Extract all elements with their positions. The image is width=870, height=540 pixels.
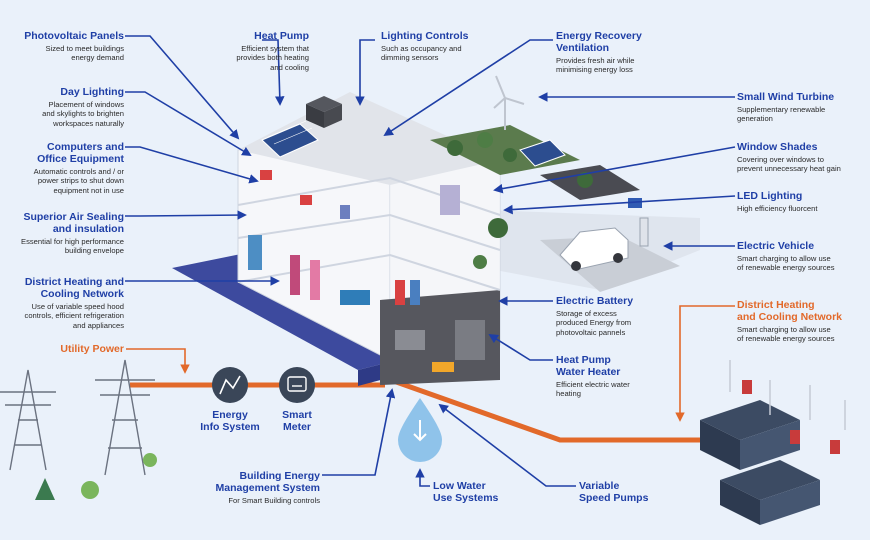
solar-panel-icon: [261, 120, 566, 167]
photovoltaic-title: Photovoltaic Panels: [24, 30, 124, 42]
day-lighting-desc: Placement of windows and skylights to br…: [42, 100, 124, 128]
electric-car-icon: [559, 198, 649, 271]
energy-recovery-desc: Provides fresh air while minimising ener…: [556, 56, 635, 75]
label-electric-battery: Electric Battery Storage of excess produ…: [556, 295, 686, 337]
label-smart-meter: Smart Meter: [262, 409, 332, 433]
low-water-title: Low Water Use Systems: [433, 480, 499, 504]
computers-desc: Automatic controls and / or power strips…: [33, 167, 124, 195]
label-low-water: Low Water Use Systems: [433, 480, 533, 504]
label-day-lighting: Day Lighting Placement of windows and sk…: [5, 86, 124, 128]
connector-lines-orange: [126, 305, 735, 422]
label-small-wind-turbine: Small Wind Turbine Supplementary renewab…: [737, 91, 867, 124]
district-left-title: District Heating and Cooling Network: [24, 276, 124, 300]
label-heat-pump-water-heater: Heat Pump Water Heater Efficient electri…: [556, 354, 676, 399]
electric-battery-title: Electric Battery: [556, 295, 634, 307]
computers-title: Computers and Office Equipment: [37, 141, 124, 165]
power-line: [130, 375, 700, 443]
heat-pump-icon: [306, 96, 342, 128]
chart-icon: [212, 367, 248, 403]
photovoltaic-desc: Sized to meet buildings energy demand: [45, 44, 124, 63]
bems-title: Building Energy Management System: [215, 470, 320, 494]
hp-water-title: Heat Pump Water Heater: [556, 354, 621, 378]
variable-pumps-title: Variable Speed Pumps: [579, 480, 649, 504]
window-shades-title: Window Shades: [737, 141, 818, 153]
smart-meter-title: Smart Meter: [282, 409, 312, 433]
label-electric-vehicle: Electric Vehicle Smart charging to allow…: [737, 240, 867, 273]
air-sealing-desc: Essential for high performance building …: [21, 237, 124, 256]
air-sealing-title: Superior Air Sealing and insulation: [23, 211, 124, 235]
energy-recovery-title: Energy Recovery Ventilation: [556, 30, 642, 54]
power-pylon-icon: [0, 359, 155, 476]
building: [237, 92, 640, 385]
small-wind-title: Small Wind Turbine: [737, 91, 835, 103]
label-air-sealing: Superior Air Sealing and insulation Esse…: [5, 211, 124, 256]
led-desc: High efficiency fluorcent: [737, 204, 818, 213]
label-variable-pumps: Variable Speed Pumps: [579, 480, 679, 504]
district-right-desc: Smart charging to allow use of renewable…: [737, 325, 835, 344]
electric-vehicle-title: Electric Vehicle: [737, 240, 815, 252]
meter-icon: [279, 367, 315, 403]
connector-lines: [125, 35, 736, 487]
label-window-shades: Window Shades Covering over windows to p…: [737, 141, 867, 174]
lighting-controls-desc: Such as occupancy and dimming sensors: [381, 44, 462, 63]
factory-icon: [700, 360, 846, 525]
district-left-desc: Use of variable speed hood controls, eff…: [24, 302, 124, 330]
small-wind-desc: Supplementary renewable generation: [737, 105, 826, 124]
heat-pump-desc: Efficient system that provides both heat…: [236, 44, 309, 72]
hp-water-desc: Efficient electric water heating: [556, 380, 630, 399]
label-district-left: District Heating and Cooling Network Use…: [5, 276, 124, 330]
label-photovoltaic-panels: Photovoltaic Panels Sized to meet buildi…: [5, 30, 124, 63]
led-title: LED Lighting: [737, 190, 803, 202]
lighting-controls-title: Lighting Controls: [381, 30, 469, 42]
heat-pump-title: Heat Pump: [254, 30, 309, 42]
label-energy-recovery: Energy Recovery Ventilation Provides fre…: [556, 30, 696, 75]
electric-vehicle-desc: Smart charging to allow use of renewable…: [737, 254, 835, 273]
electric-battery-desc: Storage of excess produced Energy from p…: [556, 309, 632, 337]
label-computers: Computers and Office Equipment Automatic…: [5, 141, 124, 195]
day-lighting-title: Day Lighting: [60, 86, 124, 98]
label-led-lighting: LED Lighting High efficiency fluorcent: [737, 190, 867, 213]
window-shades-desc: Covering over windows to prevent unneces…: [737, 155, 841, 174]
battery-coins-icon: [432, 362, 454, 372]
trees-left: [35, 453, 157, 500]
label-bems: Building Energy Management System For Sm…: [190, 470, 320, 505]
utility-power-title: Utility Power: [60, 343, 124, 355]
energy-info-title: Energy Info System: [200, 409, 260, 433]
label-energy-info-system: Energy Info System: [190, 409, 270, 433]
label-lighting-controls: Lighting Controls Such as occupancy and …: [381, 30, 511, 63]
wind-turbine-icon: [493, 75, 525, 130]
bems-desc: For Smart Building controls: [228, 496, 320, 505]
label-utility-power: Utility Power: [5, 343, 124, 355]
label-heat-pump: Heat Pump Efficient system that provides…: [190, 30, 309, 72]
water-drop-icon: [398, 398, 442, 462]
district-right-title: District Heating and Cooling Network: [737, 299, 842, 323]
label-district-right: District Heating and Cooling Network Sma…: [737, 299, 867, 344]
